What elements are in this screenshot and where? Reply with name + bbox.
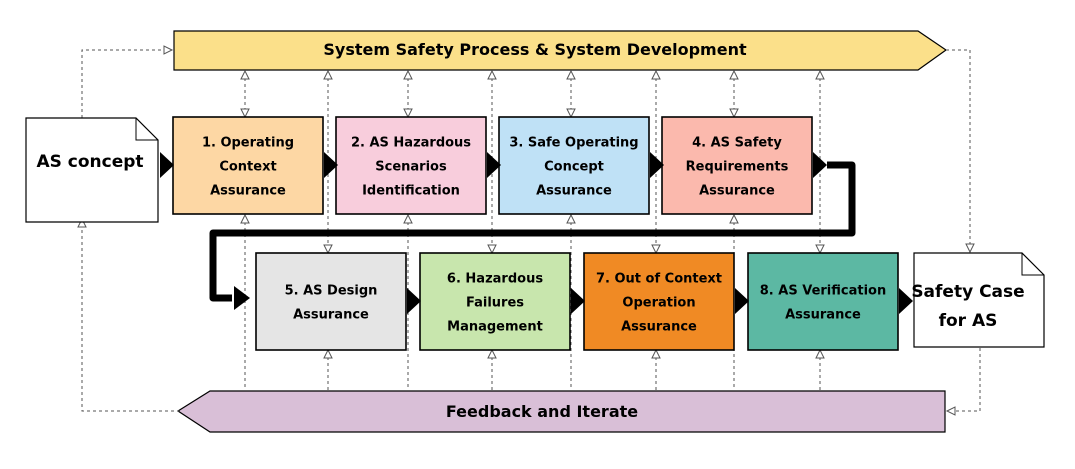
safety-case-label-line1: Safety Case (911, 282, 1024, 302)
stage-4-label-line-1: 4. AS Safety (692, 136, 782, 151)
connector-stage-6-feedback (487, 348, 497, 390)
flow-arrow-concept-stage-1 (160, 152, 174, 178)
connector-stage-7-feedback (651, 348, 661, 390)
as-concept-label: AS concept (36, 152, 143, 172)
flow-arrow-stage-1-2 (324, 152, 338, 178)
connector-stage-5-feedback (323, 348, 333, 390)
connector-stage-1-feedback (240, 213, 250, 390)
stage-1-label-line-3: Assurance (210, 184, 286, 199)
as-concept-document: AS concept (25, 117, 159, 223)
stage-8-label-line-2: Assurance (785, 308, 861, 323)
stage-8-label-line-1: 8. AS Verification (760, 284, 886, 299)
feedback-iterate-label: Feedback and Iterate (446, 402, 638, 421)
feedback-loop-right (945, 49, 981, 416)
flow-arrow-stage-5-6 (407, 288, 421, 314)
stage-1-label-line-1: 1. Operating (202, 136, 294, 151)
flow-arrow-stage-6-7 (571, 288, 585, 314)
stage-2-label-line-1: 2. AS Hazardous (351, 136, 471, 151)
connector-banner-stage-4 (729, 69, 739, 119)
flow-arrow-stage-8-safety-case (899, 288, 913, 314)
flow-arrow-stage-3-4 (650, 152, 664, 178)
row-transition-arrow (209, 161, 856, 310)
stage-5-label-line-1: 5. AS Design (285, 284, 378, 299)
stage-3-label-line-3: Assurance (536, 184, 612, 199)
stage-7-label-line-2: Operation (622, 296, 695, 311)
safety-case-document: Safety Case for AS (911, 252, 1045, 348)
stage-5-label-line-2: Assurance (293, 308, 369, 323)
connector-stage-8-feedback (815, 348, 825, 390)
connector-banner-stage-3 (566, 69, 576, 119)
safety-case-label-line2: for AS (939, 311, 998, 331)
flow-arrow-stage-2-3 (487, 152, 501, 178)
feedback-iterate-banner: Feedback and Iterate (176, 390, 946, 433)
stage-7-label-line-1: 7. Out of Context (596, 272, 722, 287)
stage-4-label-line-2: Requirements (686, 160, 789, 175)
stage-3-label-line-2: Concept (544, 160, 604, 175)
connector-banner-stage-2 (403, 69, 413, 119)
system-safety-process-banner: System Safety Process & System Developme… (173, 30, 948, 71)
stage-2-label-line-2: Scenarios (375, 160, 447, 175)
stage-6-label-line-3: Management (447, 320, 543, 335)
flow-arrow-stage-7-8 (735, 288, 749, 314)
system-safety-process-label: System Safety Process & System Developme… (323, 40, 747, 59)
stage-1-label-line-2: Context (219, 160, 276, 175)
flow-arrow-stage-4-out (813, 152, 827, 178)
stage-6-label-line-2: Failures (466, 296, 524, 311)
stage-2-label-line-3: Identification (362, 184, 460, 199)
stage-7-label-line-3: Assurance (621, 320, 697, 335)
stage-4-label-line-3: Assurance (699, 184, 775, 199)
connector-banner-stage-1 (240, 69, 250, 119)
stage-6-label-line-1: 6. Hazardous (447, 272, 543, 287)
stage-3-label-line-1: 3. Safe Operating (509, 136, 638, 151)
feedback-loop-left (77, 45, 180, 412)
